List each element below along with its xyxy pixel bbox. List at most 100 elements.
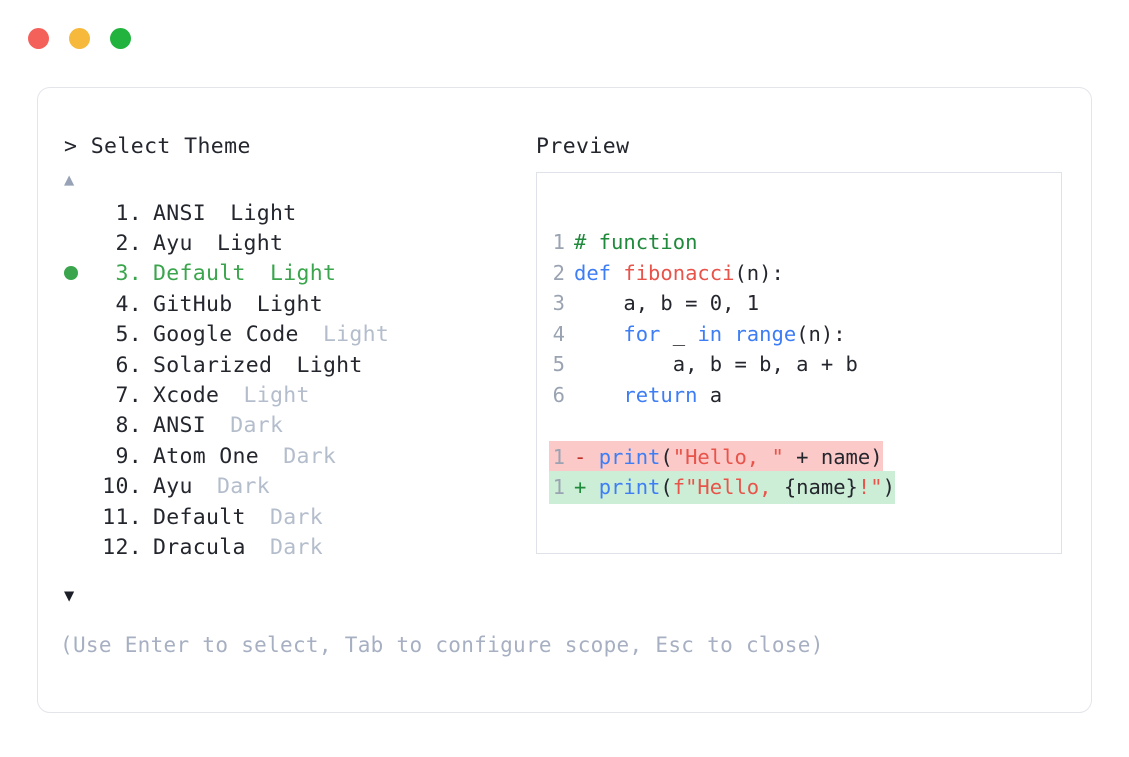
theme-list-item[interactable]: 8.ANSI Dark: [38, 411, 508, 441]
selected-bullet-icon: [64, 327, 80, 343]
diff-added-line: 1+ print(f"Hello, {name}!"): [549, 471, 895, 504]
theme-item-spacer: [204, 231, 217, 256]
diff-removed-line: 1- print("Hello, " + name): [549, 440, 895, 473]
line-number: 3: [552, 291, 565, 315]
theme-list-item[interactable]: 6.Solarized Light: [38, 350, 508, 380]
window-titlebar: [0, 0, 1129, 76]
theme-item-spacer: [217, 201, 230, 226]
theme-list-item[interactable]: 11. Default Dark: [38, 502, 508, 532]
line-number: 1: [552, 230, 565, 254]
theme-item-index: 3.: [115, 261, 142, 287]
code-token: fibonacci: [623, 260, 735, 285]
theme-item-variant: Dark: [269, 534, 323, 560]
selected-bullet-icon: [64, 388, 80, 404]
theme-item-variant: Light: [256, 291, 323, 317]
selected-bullet-icon: [64, 479, 80, 495]
theme-item-variant: Dark: [269, 504, 323, 530]
theme-item-name: Default: [153, 504, 246, 530]
theme-item-index: 7.: [115, 383, 142, 409]
theme-item-spacer: [230, 383, 243, 408]
theme-item-spacer: [257, 535, 270, 560]
theme-item-name: Ayu: [153, 474, 193, 500]
scroll-down-icon[interactable]: ▼: [64, 586, 75, 606]
theme-list-item[interactable]: 10. Ayu Dark: [38, 472, 508, 502]
theme-item-spacer: [217, 413, 230, 438]
code-token: + name): [783, 444, 883, 469]
selected-bullet-icon: [64, 509, 80, 525]
theme-list-item[interactable]: 7. Xcode Light: [38, 380, 508, 410]
selected-bullet-icon: [64, 448, 80, 464]
theme-item-variant: Dark: [230, 413, 284, 439]
diff-highlight: 1+ print(f"Hello, {name}!"): [549, 471, 895, 504]
selected-bullet-icon: [64, 296, 80, 312]
theme-item-index: 6.: [115, 352, 142, 378]
line-number: 1: [552, 444, 565, 469]
code-token: (: [660, 444, 673, 469]
window-close-dot[interactable]: [28, 27, 49, 49]
code-token: _: [660, 321, 698, 346]
theme-item-spacer: [257, 505, 270, 530]
theme-item-name: Dracula: [153, 534, 246, 560]
theme-item-variant: Light: [243, 383, 310, 409]
theme-item-index: 4.: [115, 291, 142, 317]
code-token: def: [574, 260, 624, 285]
theme-item-spacer: [270, 444, 283, 469]
theme-item-variant: Light: [322, 322, 390, 348]
theme-item-spacer: [257, 261, 270, 286]
theme-item-index: 5.: [115, 322, 142, 348]
theme-list-item[interactable]: 9.Atom One Dark: [38, 441, 508, 471]
theme-item-name: Ayu: [153, 231, 193, 257]
line-number: 2: [552, 260, 565, 285]
theme-item-index: 10.: [102, 474, 142, 500]
theme-item-index: 8.: [115, 413, 142, 439]
theme-item-index: 9.: [115, 443, 142, 469]
code-line: 1 # function: [549, 227, 895, 258]
code-token: [722, 322, 734, 346]
theme-item-name: ANSI: [153, 200, 206, 226]
selected-bullet-icon: [64, 236, 80, 252]
line-number: 6: [552, 382, 565, 407]
code-token: for: [623, 321, 661, 346]
theme-list-item[interactable]: 2.Ayu Light: [38, 228, 508, 258]
theme-item-spacer: [310, 322, 323, 347]
selected-bullet-icon: [64, 418, 80, 434]
code-token: a: [697, 382, 723, 407]
theme-item-index: 11.: [102, 504, 142, 530]
code-token: !": [857, 475, 883, 499]
code-token: return: [623, 382, 698, 407]
theme-item-variant: Dark: [216, 474, 270, 500]
code-token: in: [697, 321, 723, 346]
theme-list-item[interactable]: 3.Default Light: [38, 259, 508, 289]
theme-list-item[interactable]: 4.GitHub Light: [38, 289, 508, 319]
code-token: a, b = b, a + b: [574, 352, 858, 376]
selected-bullet-icon: [64, 357, 80, 373]
code-token: (: [660, 475, 673, 499]
selected-bullet-icon: [64, 265, 80, 282]
code-line: 5 a, b = b, a + b: [549, 349, 895, 380]
code-line: 6 return a: [549, 380, 895, 411]
theme-item-name: Xcode: [153, 383, 220, 409]
select-theme-prompt: > Select Theme: [64, 134, 251, 159]
theme-item-name: Default: [153, 261, 246, 287]
selected-bullet-icon: [64, 539, 80, 555]
theme-list-item[interactable]: 1. ANSI Light: [38, 198, 508, 228]
code-token: print: [598, 444, 661, 469]
theme-item-variant: Light: [230, 200, 297, 226]
window-minimize-dot[interactable]: [69, 27, 90, 49]
theme-item-variant: Light: [296, 352, 363, 378]
window-maximize-dot[interactable]: [110, 27, 131, 49]
code-token: # function: [574, 230, 698, 254]
theme-list-item[interactable]: 12.Dracula Dark: [38, 532, 508, 562]
code-token: {name}: [783, 475, 858, 499]
scroll-up-icon[interactable]: ▲: [64, 170, 75, 190]
keyboard-hint: (Use Enter to select, Tab to configure s…: [60, 633, 824, 657]
theme-item-index: 1.: [115, 200, 142, 226]
line-number: 4: [552, 321, 565, 346]
theme-list-item[interactable]: 5.Google Code Light: [38, 320, 508, 350]
theme-item-name: Atom One: [153, 443, 259, 469]
line-number: 5: [552, 352, 565, 376]
